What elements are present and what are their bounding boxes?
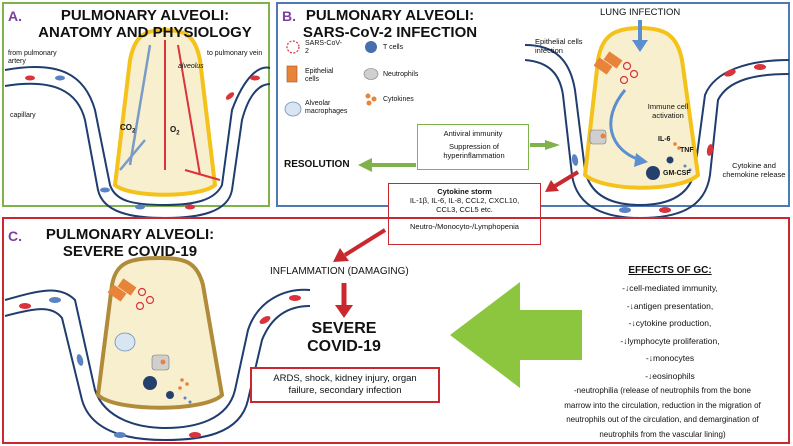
effect-item: -↓eosinophils	[645, 370, 695, 381]
legend-neutrophils: Neutrophils	[383, 71, 419, 78]
antiviral-box: Antiviral immunity Suppression of hyperi…	[417, 124, 529, 170]
label-gmcsf: GM-CSF	[663, 170, 691, 177]
label-immune-activation: Immune cell activation	[647, 102, 689, 120]
panel-b-title-line1: PULMONARY ALVEOLI:	[305, 7, 475, 24]
panel-a-title-line1: PULMONARY ALVEOLI:	[60, 7, 230, 24]
label-antiviral: Antiviral immunity	[443, 129, 503, 138]
legend-macrophages: Alveolar macrophages	[305, 100, 348, 115]
label-epithelial-infection: Epithelial cells infection	[535, 37, 583, 55]
label-tnf: TNF	[680, 147, 694, 154]
label-il6: IL-6	[658, 136, 671, 143]
label-from-artery: from pulmonary artery	[8, 50, 57, 65]
effects-title: EFFECTS OF GC:	[628, 265, 712, 276]
cytokine-storm-box: Cytokine storm IL-1β, IL-6, IL-8, CCL2, …	[388, 183, 541, 245]
neutrophilia-line: -neutrophilia (release of neutrophils fr…	[574, 386, 751, 395]
outcomes-line1: ARDS, shock, kidney injury, organ	[273, 373, 417, 384]
severe-line2: COVID-19	[307, 338, 381, 355]
effect-item: -↓cytokine production,	[628, 318, 712, 328]
legend-epithelial: Epithelial cells	[305, 68, 334, 83]
label-suppression: Suppression of hyperinflammation	[443, 142, 505, 160]
storm-line3: Neutro-/Monocyto-/Lymphopenia	[410, 222, 519, 231]
panel-a-letter: A.	[8, 8, 22, 24]
effects-list: -↓cell-mediated immunity, -↓antigen pres…	[585, 283, 755, 381]
effect-item: -↓monocytes	[645, 353, 695, 363]
panel-c-title-line2: SEVERE COVID-19	[62, 243, 198, 260]
panel-b-title-line2: SARS-CoV-2 INFECTION	[302, 24, 478, 41]
label-o2: O2	[170, 125, 180, 137]
legend-tcells: T cells	[383, 44, 404, 51]
panel-c	[2, 217, 790, 444]
label-resolution: RESOLUTION	[284, 159, 350, 170]
effect-item: -↓cell-mediated immunity,	[622, 283, 718, 293]
legend-sars: SARS-CoV-2	[305, 40, 342, 55]
label-inflammation: INFLAMMATION (DAMAGING)	[270, 266, 409, 277]
severe-line1: SEVERE	[311, 320, 377, 337]
effect-item: -↓antigen presentation,	[626, 300, 714, 311]
label-alveolus: alveolus	[178, 63, 204, 70]
effect-item: -↓lymphocyte proliferation,	[620, 335, 720, 346]
label-co2: CO2	[120, 123, 136, 135]
outcomes-box: ARDS, shock, kidney injury, organ failur…	[250, 367, 440, 403]
label-capillary: capillary	[10, 112, 36, 119]
label-lung-infection: LUNG INFECTION	[600, 7, 681, 18]
outcomes-line2: failure, secondary infection	[288, 385, 402, 396]
legend-cytokines: Cytokines	[383, 96, 414, 103]
storm-line1: IL-1β, IL-6, IL-8, CCL2, CXCL10,	[409, 196, 520, 205]
label-cytokine-release: Cytokine and chemokine release	[722, 161, 786, 179]
label-to-vein: to pulmonary vein	[207, 50, 263, 57]
panel-a-title-line2: ANATOMY AND PHYSIOLOGY	[38, 24, 252, 41]
neutrophilia-line: neutrophils from the vascular lining)	[599, 429, 726, 439]
panel-b-letter: B.	[282, 8, 296, 24]
neutrophilia-line: marrow into the circulation, reduction i…	[564, 400, 761, 410]
panel-c-letter: C.	[8, 228, 22, 244]
neutrophilia-line: neutrophils out of the circulation, and …	[566, 415, 759, 424]
panel-c-title-line1: PULMONARY ALVEOLI:	[45, 226, 215, 243]
neutrophilia-text: -neutrophilia (release of neutrophils fr…	[540, 386, 785, 440]
storm-title: Cytokine storm	[437, 187, 492, 196]
storm-line2: CCL3, CCL5 etc.	[436, 205, 493, 214]
